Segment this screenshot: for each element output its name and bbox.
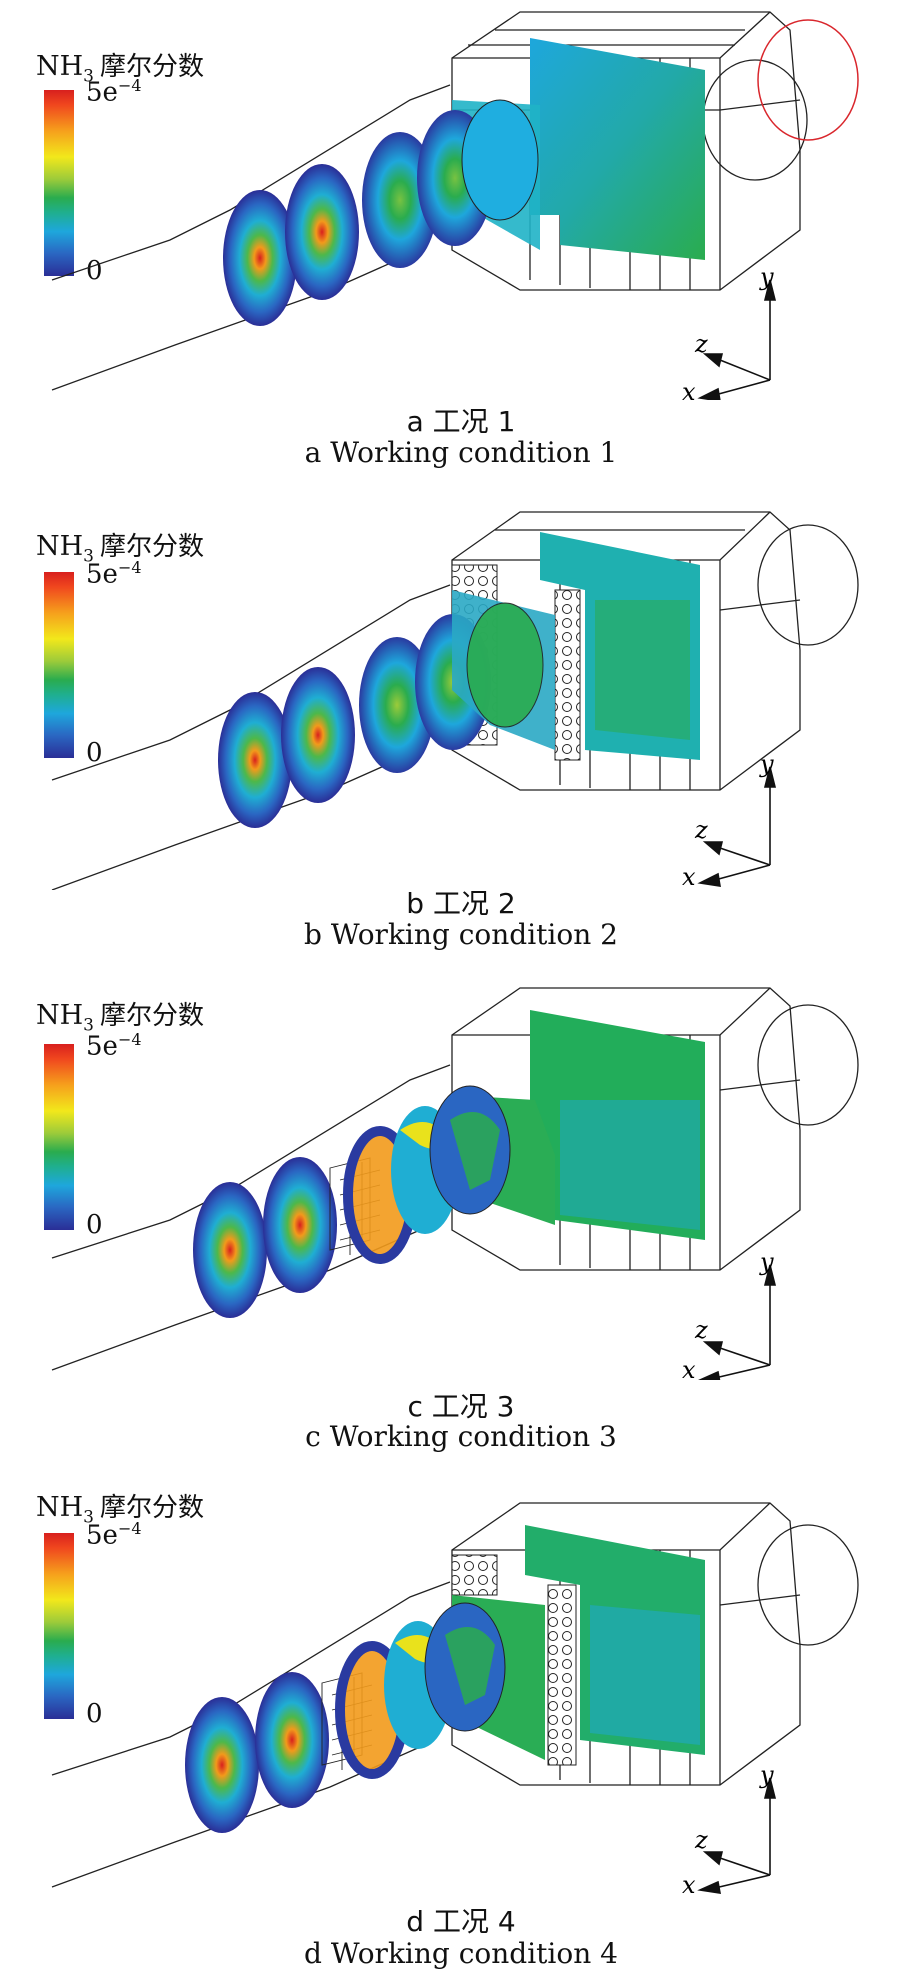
caption-en: c Working condition 3 (305, 1420, 617, 1453)
colorbar-min-label: 0 (86, 738, 103, 768)
colorbar (44, 90, 74, 276)
colorbar-max-label: 5e−4 (86, 1030, 142, 1062)
caption-cn: c 工况 3 (407, 1390, 515, 1423)
colorbar-min-label: 0 (86, 256, 103, 286)
colorbar-max-label: 5e−4 (86, 76, 142, 108)
axis-label-x: x (682, 1356, 696, 1380)
mixer-geometry: y z x (51, 511, 859, 890)
axis-label-z: z (694, 1826, 708, 1854)
colorbar-max-label: 5e−4 (86, 558, 142, 590)
axis-label-z: z (694, 330, 708, 358)
caption-en: a Working condition 1 (304, 436, 618, 469)
axis-label-x: x (682, 863, 696, 890)
axis-label-z: z (694, 816, 708, 844)
caption-cn: a 工况 1 (406, 405, 516, 438)
caption-en: b Working condition 2 (304, 918, 618, 951)
axis-label-y: y (759, 263, 774, 291)
colorbar (44, 572, 74, 758)
axis-label-z: z (694, 1316, 708, 1344)
axis-label-y: y (759, 1248, 774, 1276)
axis-label-y: y (759, 1761, 774, 1789)
axis-label-x: x (682, 1871, 696, 1895)
colorbar (44, 1533, 74, 1719)
axis-label-y: y (759, 750, 774, 778)
colorbar-min-label: 0 (86, 1699, 103, 1729)
colorbar-max-label: 5e−4 (86, 1519, 142, 1551)
mixer-geometry: y z x (51, 11, 859, 400)
caption-cn: d 工况 4 (406, 1905, 516, 1938)
colorbar (44, 1044, 74, 1230)
mixer-geometry: y z x (51, 987, 859, 1380)
axis-label-x: x (682, 378, 696, 400)
caption-en: d Working condition 4 (304, 1937, 618, 1970)
caption-cn: b 工况 2 (406, 887, 516, 920)
colorbar-min-label: 0 (86, 1210, 103, 1240)
mixer-geometry: y z x (51, 1502, 859, 1895)
